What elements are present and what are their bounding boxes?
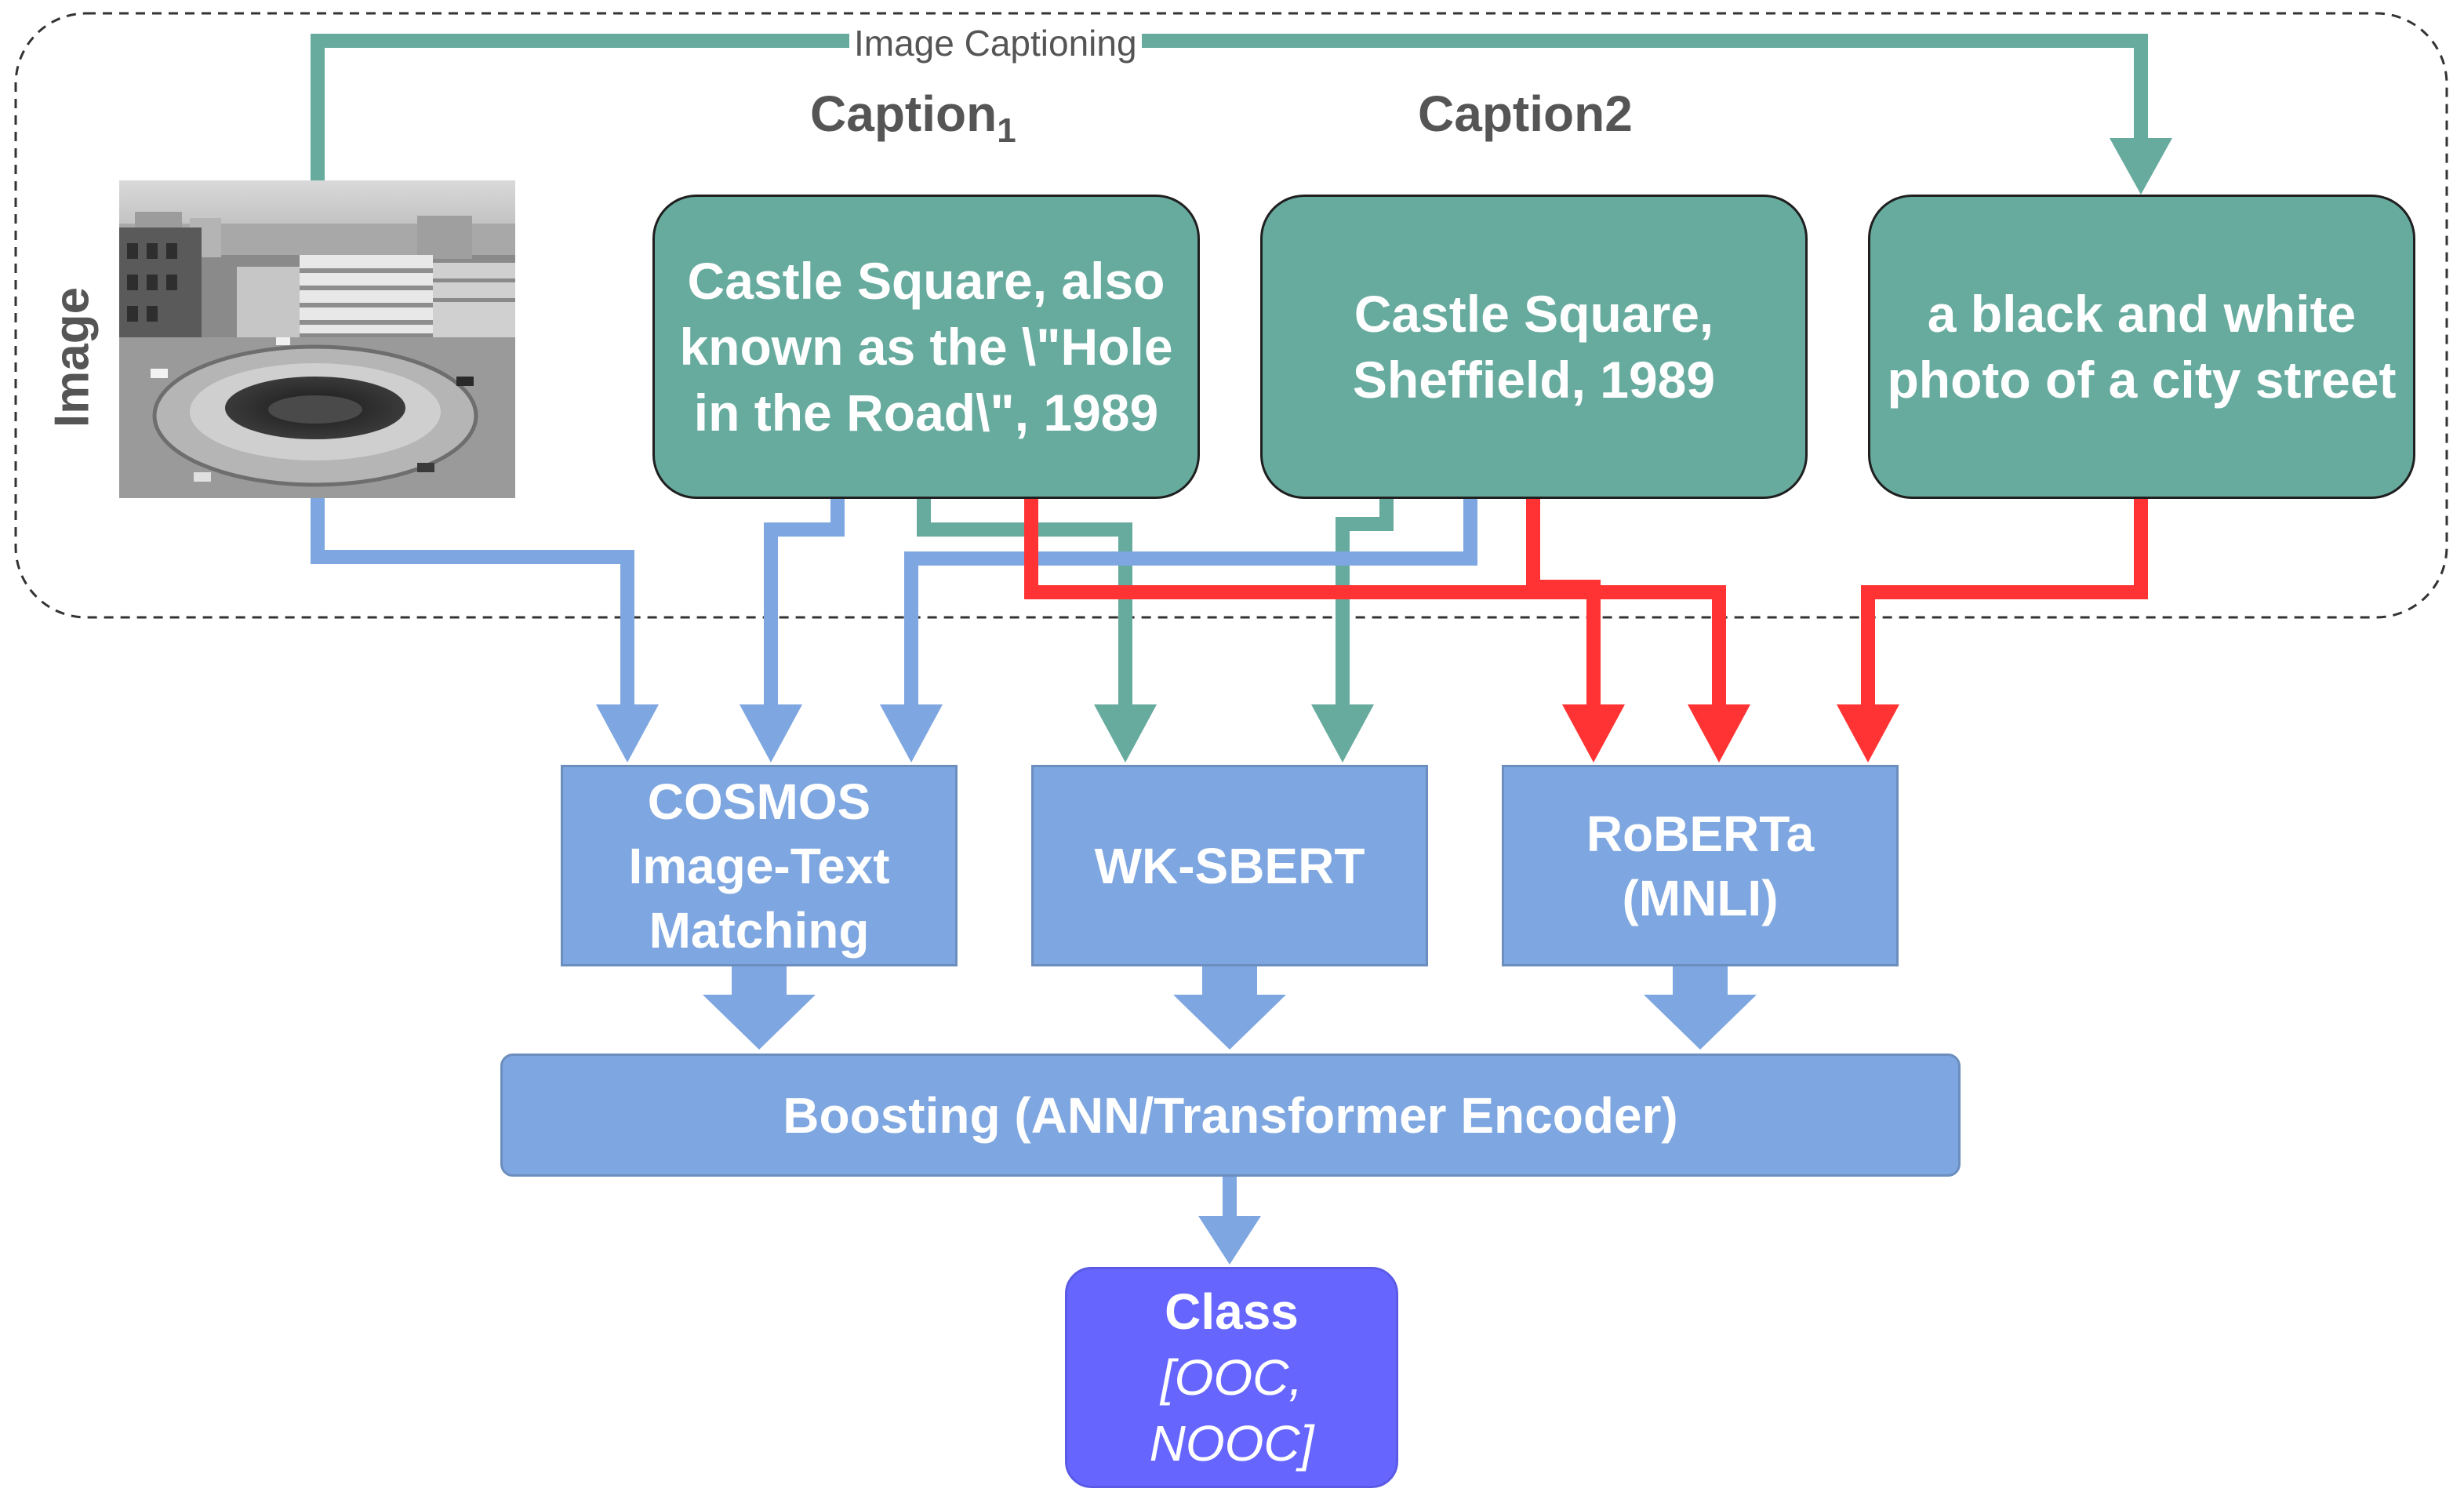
input-photo <box>119 180 515 498</box>
caption1-to-wksbert-arrowhead <box>1094 704 1157 762</box>
caption2-to-roberta-arrowhead <box>1562 704 1625 762</box>
roberta-to-boosting-arrow <box>1644 965 1757 1050</box>
caption1-heading-text: Caption <box>810 86 998 142</box>
caption2-line: Castle Square, <box>1354 285 1714 343</box>
class-values-line: NOOC] <box>1149 1415 1314 1472</box>
generated-caption-line: a black and white <box>1927 285 2357 343</box>
image-captioning-label: Image Captioning <box>849 22 1142 64</box>
generated-caption-box: a black and white photo of a city street <box>1868 195 2415 499</box>
caption1-to-roberta-connector <box>1024 498 1726 714</box>
class-title: Class <box>1165 1283 1299 1340</box>
caption1-heading: Caption1 <box>810 85 1016 151</box>
image-caption-group-border <box>14 12 2448 619</box>
cosmos-box: COSMOS Image-Text Matching <box>561 765 958 966</box>
caption1-to-cosmos-arrowhead <box>740 704 802 762</box>
roberta-line: RoBERTa <box>1586 805 1815 862</box>
caption1-line: known as the \"Hole <box>679 318 1173 376</box>
boosting-label: Boosting (ANN/Transformer Encoder) <box>783 1086 1678 1144</box>
boosting-box: Boosting (ANN/Transformer Encoder) <box>500 1054 1961 1177</box>
caption2-box: Castle Square, Sheffield, 1989 <box>1260 195 1808 499</box>
caption2-to-cosmos-connector <box>904 498 1477 714</box>
image-captioning-arrowhead <box>2110 138 2172 195</box>
generated-to-roberta-connector <box>1861 498 2148 714</box>
caption2-to-roberta-connector <box>1526 498 1601 714</box>
generated-to-roberta-arrowhead <box>1837 704 1899 762</box>
image-group-label: Image <box>45 286 100 428</box>
caption2-line: Sheffield, 1989 <box>1352 351 1716 409</box>
caption2-to-wksbert-connector <box>1336 498 1394 714</box>
class-values-line: [OOC, <box>1160 1349 1303 1406</box>
caption2-heading: Caption2 <box>1418 86 1633 142</box>
caption1-to-cosmos-connector <box>764 498 845 714</box>
wk-sbert-label: WK-SBERT <box>1094 837 1365 894</box>
wk-sbert-box: WK-SBERT <box>1031 765 1428 966</box>
roberta-line: (MNLI) <box>1622 869 1779 926</box>
roberta-box: RoBERTa (MNLI) <box>1502 765 1899 966</box>
caption2-to-wksbert-arrowhead <box>1311 704 1374 762</box>
caption2-to-cosmos-arrowhead <box>880 704 943 762</box>
caption1-line: in the Road\", 1989 <box>693 384 1159 442</box>
boosting-to-class-arrowhead <box>1198 1216 1261 1265</box>
caption1-to-roberta-arrowhead <box>1688 704 1750 762</box>
caption1-box: Castle Square, also known as the \"Hole … <box>652 195 1200 499</box>
city-square-photo-icon <box>119 180 515 498</box>
generated-caption-line: photo of a city street <box>1887 351 2397 409</box>
image-to-cosmos-arrowhead <box>596 704 659 762</box>
image-captioning-connector <box>311 34 2148 180</box>
wksbert-to-boosting-arrow <box>1173 965 1286 1050</box>
cosmos-line: COSMOS <box>647 773 871 830</box>
caption1-heading-subscript: 1 <box>997 111 1016 150</box>
class-output-box: Class [OOC, NOOC] <box>1065 1267 1398 1488</box>
image-to-cosmos-connector <box>311 498 634 714</box>
cosmos-line: Matching <box>649 901 870 959</box>
caption1-line: Castle Square, also <box>687 252 1165 310</box>
cosmos-to-boosting-arrow <box>703 965 816 1050</box>
cosmos-line: Image-Text <box>628 837 890 894</box>
